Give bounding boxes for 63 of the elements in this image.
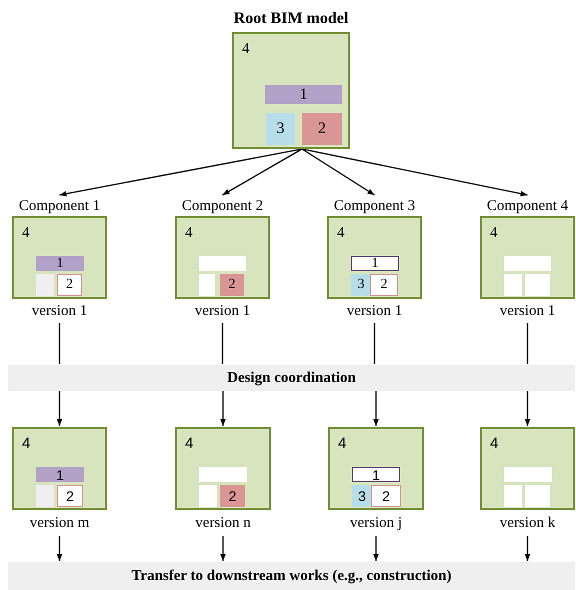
component-block: 3	[352, 485, 372, 507]
version-label: version 1	[500, 302, 556, 321]
model-number: 4	[242, 40, 250, 58]
empty-block	[36, 274, 54, 296]
arrow	[56, 391, 62, 426]
model-number: 4	[490, 435, 498, 453]
version-label: version 1	[346, 302, 402, 321]
empty-block	[36, 485, 54, 507]
model-number: 4	[185, 435, 194, 453]
model-title: Component 4	[486, 197, 568, 216]
empty-block	[525, 274, 550, 296]
empty-block	[504, 274, 522, 296]
version-label: version 1	[32, 302, 88, 321]
model-title: Component 2	[182, 197, 264, 216]
arrow	[222, 148, 302, 196]
model-title: Component 1	[18, 197, 100, 216]
model-number: 4	[337, 224, 344, 242]
component-block: 2	[57, 274, 82, 296]
version-label: version 1	[194, 302, 250, 321]
arrow	[59, 148, 302, 196]
model-number: 4	[22, 435, 30, 453]
version-label: version k	[500, 514, 556, 533]
arrow	[373, 536, 379, 561]
empty-block	[199, 467, 247, 482]
empty-block	[199, 274, 215, 296]
component-block: 2	[220, 485, 245, 507]
version-label: version m	[30, 514, 90, 533]
component-block: 2	[57, 485, 83, 507]
empty-block	[199, 485, 217, 507]
arrow	[373, 391, 379, 426]
empty-block	[525, 485, 550, 507]
empty-block	[504, 485, 522, 507]
component-block: 3	[351, 274, 371, 296]
component-block: 2	[220, 274, 244, 296]
arrow	[56, 536, 62, 561]
arrow	[302, 148, 375, 196]
model-title: Component 3	[334, 197, 416, 216]
arrow	[524, 391, 530, 426]
arrow	[302, 148, 528, 196]
model-number: 4	[185, 224, 192, 242]
component-block: 1	[36, 256, 84, 271]
component-block: 2	[302, 113, 342, 145]
arrow	[220, 391, 226, 426]
model-number: 4	[22, 224, 30, 242]
component-block: 2	[370, 274, 398, 296]
model-title: Root BIM model	[234, 9, 348, 29]
arrow	[524, 536, 530, 561]
process-band: Design coordination	[8, 365, 575, 391]
component-block: 1	[265, 85, 342, 104]
component-block: 1	[351, 256, 399, 271]
component-block: 1	[352, 467, 400, 482]
component-block: 1	[36, 467, 84, 482]
model-number: 4	[490, 224, 498, 242]
component-block: 2	[371, 485, 401, 507]
version-label: version n	[195, 514, 251, 533]
empty-block	[504, 467, 552, 482]
component-block: 3	[266, 113, 295, 145]
process-band: Transfer to downstream works (e.g., construction)	[8, 562, 575, 590]
version-label: version j	[350, 514, 402, 533]
arrow	[220, 536, 226, 561]
empty-block	[504, 256, 551, 271]
model-number: 4	[338, 435, 346, 453]
empty-block	[199, 256, 246, 271]
